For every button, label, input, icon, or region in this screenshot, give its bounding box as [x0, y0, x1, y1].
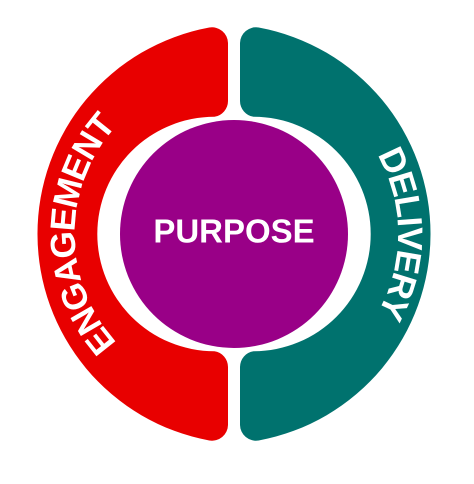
purpose-label: PURPOSE — [153, 213, 314, 250]
purpose-circle — [120, 120, 348, 348]
delivery-segment — [240, 27, 431, 441]
engagement-segment — [37, 27, 228, 441]
